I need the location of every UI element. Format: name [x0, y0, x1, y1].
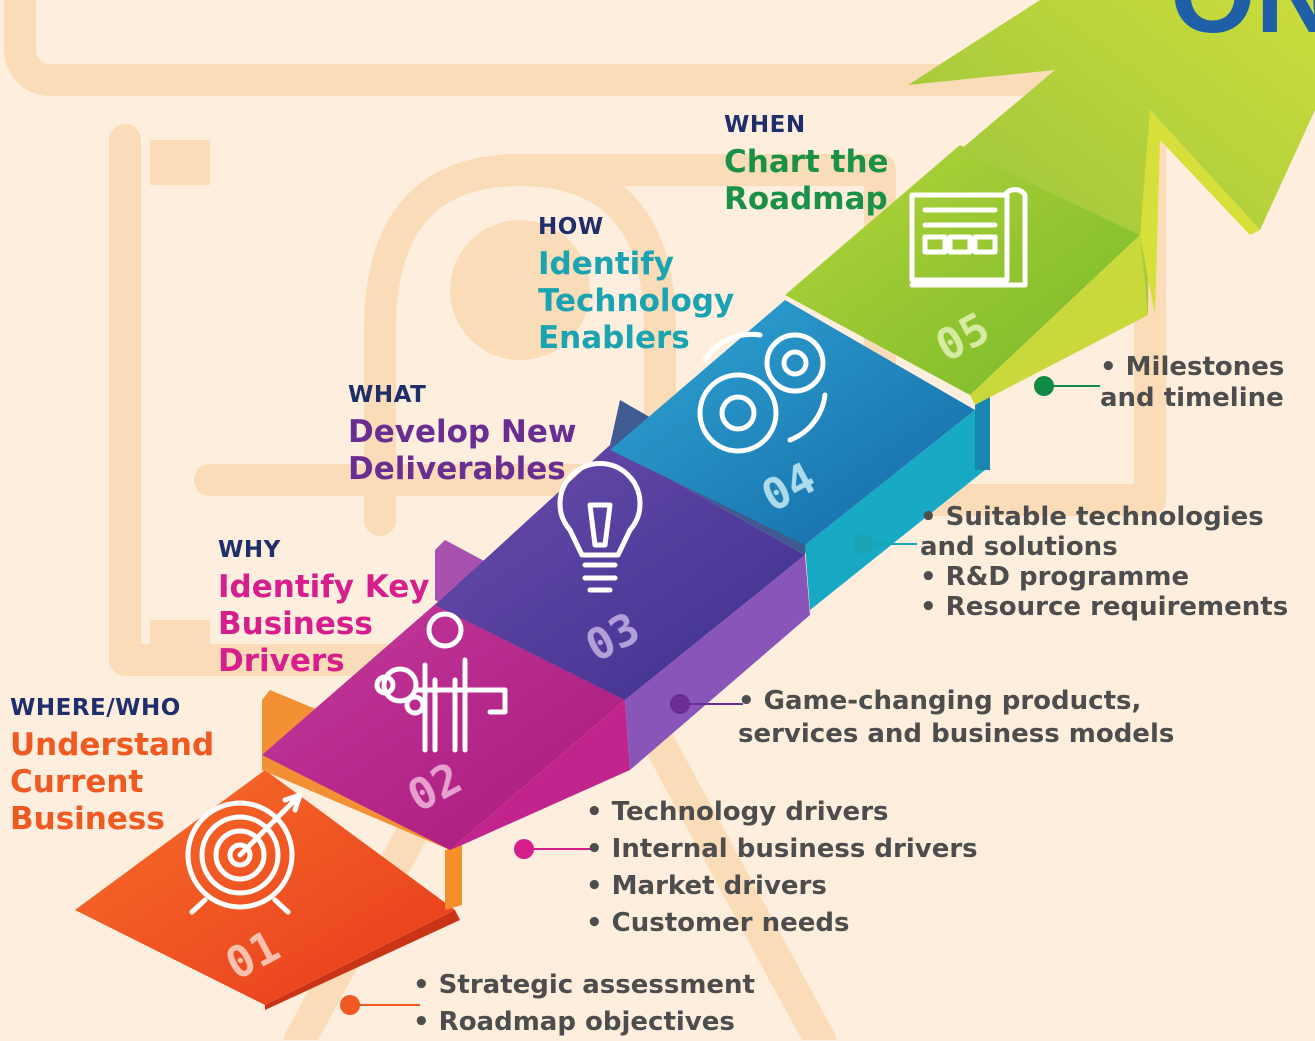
step-question: WHY [218, 537, 281, 563]
key-person-icon [374, 611, 508, 753]
step-label-02: WHY Identify Key Business Drivers [218, 537, 429, 680]
step-label-05: WHEN Chart the Roadmap [724, 112, 889, 218]
step-question: WHERE/WHO [10, 695, 181, 721]
header-corner-text: ON [1170, 0, 1315, 50]
step-title: Chart the Roadmap [724, 144, 889, 217]
step-question: WHEN [724, 112, 806, 138]
step-label-03: WHAT Develop New Deliverables [348, 382, 577, 488]
lightbulb-icon [557, 461, 643, 593]
gears-icon [697, 331, 828, 454]
bullet-list-04: • Suitable technologies and solutions • … [920, 502, 1289, 622]
step-label-01: WHERE/WHO Understand Current Business [10, 695, 214, 838]
bullet-list-03: • Game-changing products, services and b… [738, 686, 1175, 749]
step-title: Understand Current Business [10, 727, 215, 837]
step-title: Develop New Deliverables [348, 414, 577, 487]
bullet-list-01: • Strategic assessment • Roadmap objecti… [413, 970, 755, 1037]
step-question: WHAT [348, 382, 427, 408]
step-title: Identify Key Business Drivers [218, 569, 430, 679]
bullet-list-05: • Milestones and timeline [1100, 352, 1285, 413]
target-icon [185, 792, 303, 915]
bullet-list-02: • Technology drivers • Internal business… [586, 797, 978, 938]
roadmap-blueprint-icon [909, 187, 1028, 288]
step-title: Identify Technology Enablers [538, 246, 735, 356]
step-label-04: HOW Identify Technology Enablers [538, 214, 734, 357]
step-question: HOW [538, 214, 604, 240]
